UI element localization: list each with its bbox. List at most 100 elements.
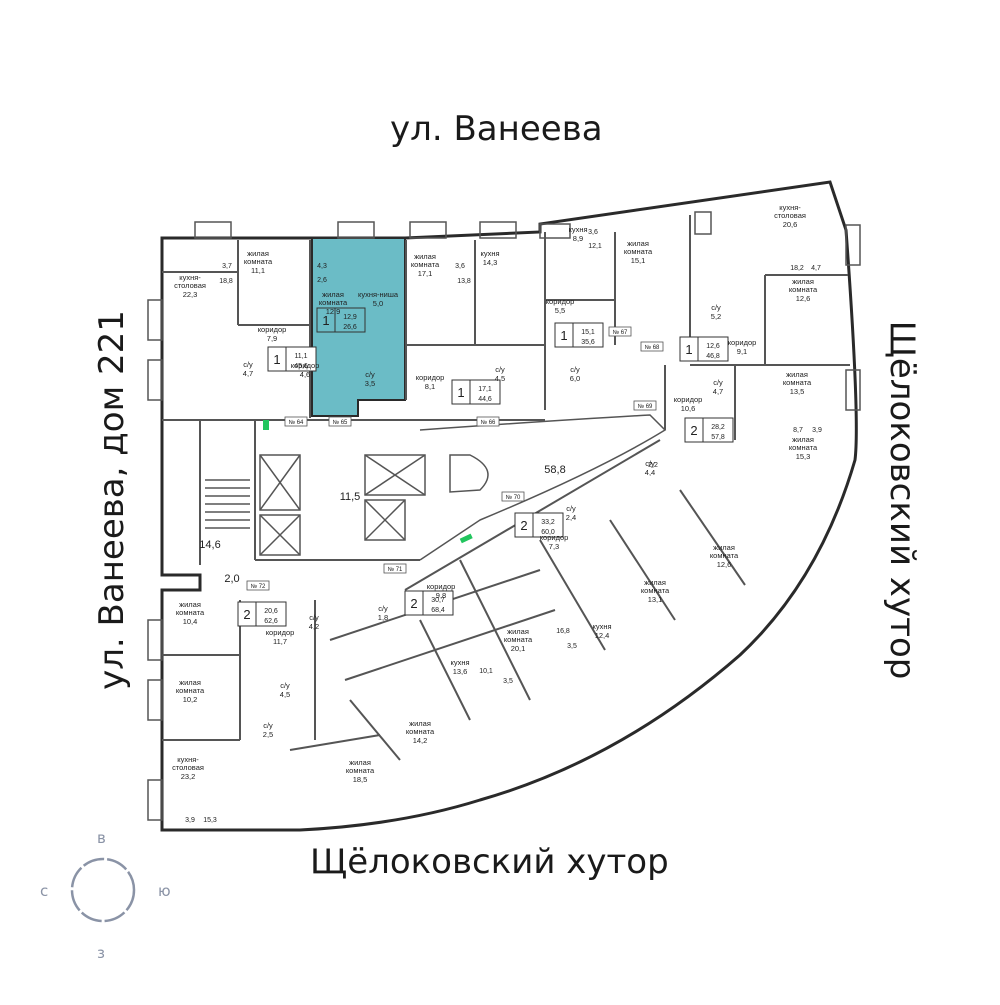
room-area: 9,8 [436, 591, 446, 600]
room-label: с/у2,4 [566, 504, 576, 522]
apartment-marker-box [679, 336, 729, 362]
entrance-marker [263, 420, 269, 430]
room-area: 20,6 [783, 220, 798, 229]
apartment-marker-box [316, 307, 366, 333]
room-name: комната [411, 260, 440, 269]
apartment-number-box [284, 416, 308, 427]
room-area: 4,7 [243, 369, 253, 378]
room-name: с/у [365, 370, 375, 379]
room-area: 4,7 [713, 387, 723, 396]
apartment-rooms: 2 [243, 607, 250, 622]
small-area: 4,3 [317, 263, 327, 270]
common-corridor [419, 414, 667, 561]
apartment-total-area: 62,6 [264, 618, 278, 625]
apartment-living-area: 15,1 [581, 329, 595, 336]
room-area: 12,6 [796, 294, 811, 303]
room-area: 13,1 [648, 595, 663, 604]
compass-east: ю [158, 882, 171, 900]
room-area: 4,2 [309, 622, 319, 631]
apartment-marker-box [554, 322, 604, 348]
room-name: с/у [566, 504, 576, 513]
apartment-number-box [640, 341, 664, 352]
room-label: с/у2,5 [263, 721, 273, 739]
apartment-living-area: 30,7 [431, 597, 445, 604]
apartment-rooms: 1 [273, 352, 280, 367]
small-area: 3,9 [812, 427, 822, 434]
room-name: с/у [243, 360, 253, 369]
small-area: 3,6 [588, 229, 598, 236]
apartment-living-area: 17,1 [478, 386, 492, 393]
room-name: кухня [450, 658, 469, 667]
room-area: 14,3 [483, 258, 498, 267]
small-area: 13,8 [457, 278, 471, 285]
compass-ring [70, 857, 136, 923]
common-area: 14,6 [199, 539, 220, 551]
small-area: 3,5 [503, 678, 513, 685]
room-label: с/у4,5 [280, 681, 290, 699]
apartment-number-box [246, 580, 270, 591]
apartment-number: № 70 [506, 494, 521, 501]
room-name: коридор [416, 373, 445, 382]
apartment-rooms: 1 [685, 342, 692, 357]
room-label: с/у4,7 [243, 360, 253, 378]
apartment-marker[interactable]: 2 20,6 62,6 [237, 601, 287, 627]
room-name: комната [789, 285, 818, 294]
compass-west: с [40, 882, 48, 900]
apartment-total-area: 57,8 [711, 434, 725, 441]
apartment-living-area: 28,2 [711, 424, 725, 431]
building-outline [160, 180, 858, 832]
apartment-total-area: 68,4 [431, 607, 445, 614]
common-area: 2,0 [224, 573, 239, 585]
apartment-total-area: 46,8 [706, 353, 720, 360]
room-name: коридор [266, 628, 295, 637]
room-area: 4,5 [280, 690, 290, 699]
room-name: коридор [427, 582, 456, 591]
room-name: коридор [674, 395, 703, 404]
room-name: комната [641, 586, 670, 595]
room-name: коридор [540, 533, 569, 542]
room-name: с/у [570, 365, 580, 374]
interior-walls [162, 215, 850, 761]
room-name: жилая [644, 578, 666, 587]
room-area: 14,2 [413, 736, 428, 745]
room-area: 5,5 [555, 306, 565, 315]
room-name: кухня- [179, 273, 201, 282]
room-area: 10,2 [183, 695, 198, 704]
room-name: коридор [258, 325, 287, 334]
room-area: 6,0 [570, 374, 580, 383]
apartment-number-box [501, 491, 525, 502]
room-name: коридор [728, 338, 757, 347]
apartment-rooms: 2 [520, 518, 527, 533]
room-area: 12,6 [717, 560, 732, 569]
room-labels: жилаякомната11,1кухня-столовая22,3коридо… [172, 203, 818, 784]
small-area: 2,6 [317, 277, 327, 284]
room-area: 5,0 [373, 299, 383, 308]
room-area: 22,3 [183, 290, 198, 299]
apartment-living-area: 20,6 [264, 608, 278, 615]
apartment-number-box [633, 400, 657, 411]
compass: в с ю з [40, 829, 171, 962]
small-area: 3,9 [185, 817, 195, 824]
apartment-number: № 64 [289, 419, 304, 426]
room-name: кухня [480, 249, 499, 258]
compass-south: з [97, 944, 105, 962]
lobby-curve [449, 454, 489, 493]
